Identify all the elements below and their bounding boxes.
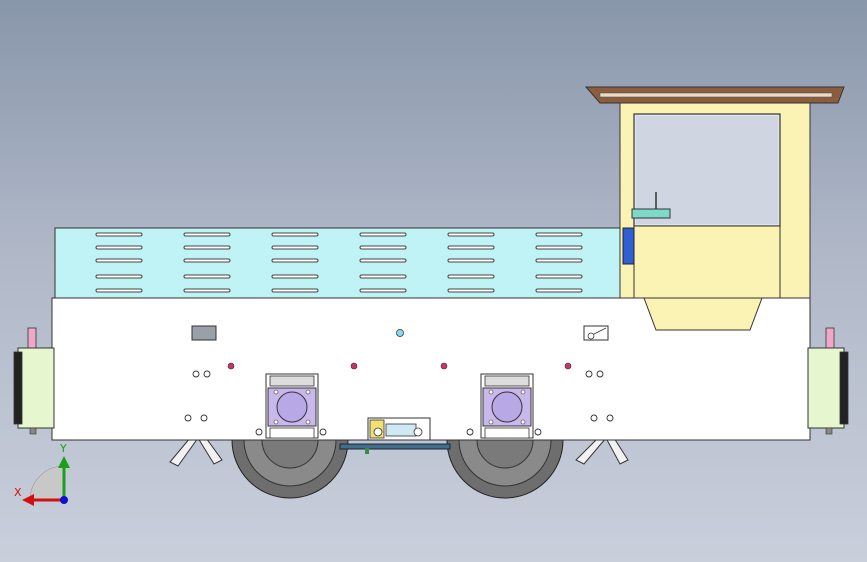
rear-sand-pipes: [575, 437, 629, 465]
cab: [619, 99, 811, 331]
z-axis-dot: [60, 496, 68, 504]
center-lamp: [396, 329, 404, 337]
x-axis-label: X: [14, 486, 22, 499]
front-plate: [191, 325, 217, 341]
rear-wheel: [446, 439, 564, 499]
rear-axlebox: [480, 373, 534, 439]
main-frame: [51, 297, 811, 441]
engine-hood: [54, 227, 626, 301]
frame-bolts: [184, 370, 614, 436]
hood-louvers: [95, 232, 583, 293]
front-sand-pipes: [169, 437, 223, 467]
front-axlebox: [265, 373, 319, 439]
control-panel: [631, 208, 671, 219]
rear-buffer: [807, 327, 849, 435]
red-markers: [227, 362, 572, 370]
rear-plate: [583, 325, 609, 341]
cab-side-box: [622, 227, 635, 265]
brake-rod: [339, 443, 451, 450]
axis-triad: X Y: [14, 442, 70, 506]
front-wheel: [231, 439, 349, 499]
brake-cylinder: [367, 417, 431, 441]
front-buffer: [13, 327, 55, 435]
cab-roof: [584, 86, 845, 104]
y-axis-label: Y: [59, 442, 67, 455]
